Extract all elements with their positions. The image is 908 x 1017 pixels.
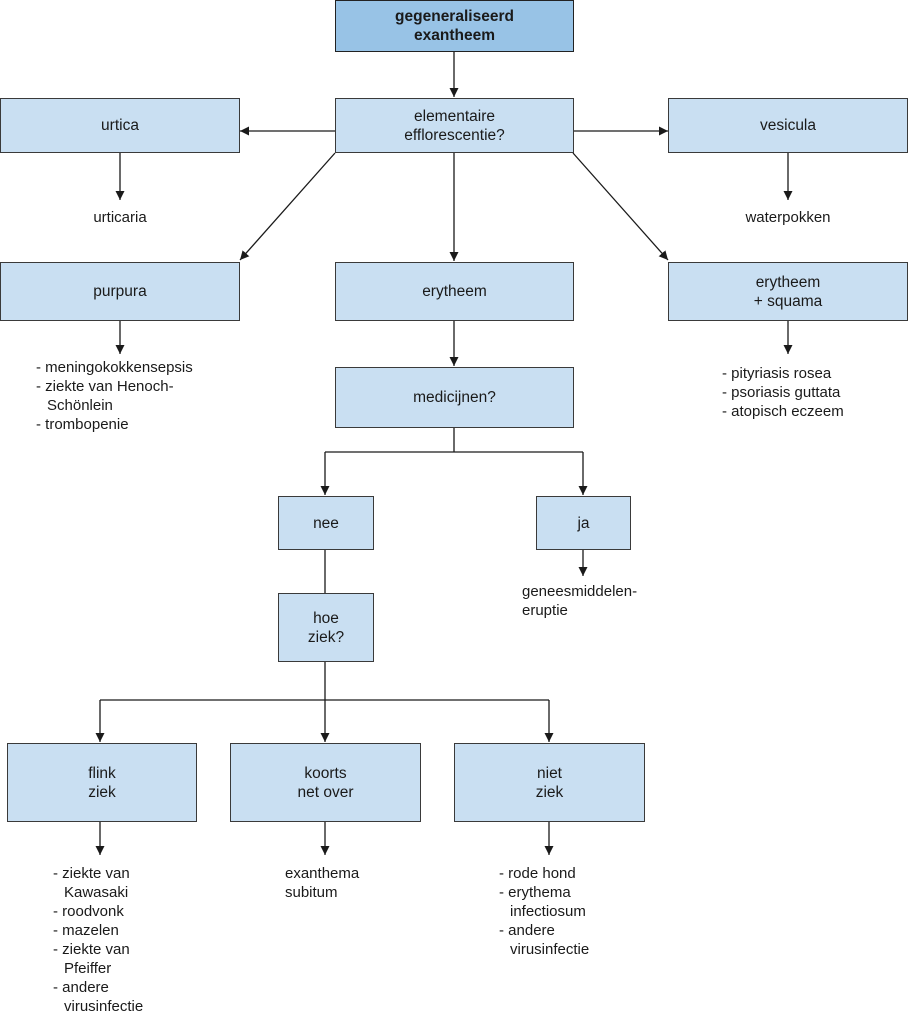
niet-ziek-line-1: niet — [537, 764, 562, 782]
ja-outcome-line-2: eruptie — [522, 602, 568, 619]
outcome-item: - mazelen — [53, 922, 119, 939]
urtica-box: urtica — [0, 98, 240, 153]
question-line-2: efflorescentie? — [404, 126, 505, 144]
niet-ziek-line-2: ziek — [535, 783, 564, 801]
nee-label: nee — [313, 514, 339, 532]
ja-outcome: geneesmiddelen- eruptie — [522, 582, 682, 620]
erytheem-squama-box: erytheem + squama — [668, 262, 908, 321]
vesicula-box: vesicula — [668, 98, 908, 153]
purpura-box: purpura — [0, 262, 240, 321]
outcome-item: - ziekte van Kawasaki — [53, 865, 130, 901]
flink-ziek-box: flink ziek — [7, 743, 197, 822]
erytheem-squama-line-1: erytheem — [755, 273, 821, 291]
ja-label: ja — [577, 514, 590, 532]
outcome-item: - andere virusinfectie — [53, 979, 144, 1015]
root-node-box: gegeneraliseerd exantheem — [335, 0, 574, 52]
koorts-outcome: exanthema subitum — [285, 864, 405, 902]
koorts-outcome-line-2: subitum — [285, 884, 338, 901]
outcome-item: - andere virusinfectie — [499, 922, 590, 958]
koorts-line-1: koorts — [304, 764, 347, 782]
hoe-ziek-line-2: ziek? — [307, 628, 345, 646]
erytheem-box: erytheem — [335, 262, 574, 321]
ja-outcome-line-1: geneesmiddelen- — [522, 583, 638, 600]
outcome-item: - meningokokkensepsis — [36, 359, 193, 376]
outcome-item: - psoriasis guttata — [722, 384, 841, 401]
outcome-item: - ziekte van Henoch-Schönlein — [36, 378, 174, 414]
ja-box: ja — [536, 496, 631, 550]
nee-box: nee — [278, 496, 374, 550]
urtica-label: urtica — [101, 117, 139, 134]
urtica-outcome: urticaria — [60, 208, 180, 227]
koorts-line-2: net over — [297, 783, 354, 801]
vesicula-outcome-text: waterpokken — [745, 209, 831, 226]
outcome-item: - ziekte van Pfeiffer — [53, 941, 130, 977]
niet-ziek-box: niet ziek — [454, 743, 645, 822]
hoe-ziek-line-1: hoe — [313, 609, 339, 627]
erytheem-squama-line-2: + squama — [753, 292, 823, 310]
vesicula-outcome: waterpokken — [718, 208, 858, 227]
arrow-question-to-purpura — [239, 152, 336, 261]
erytheem-label: erytheem — [422, 283, 487, 300]
outcome-item: - pityriasis rosea — [722, 365, 832, 382]
koorts-outcome-line-1: exanthema — [285, 865, 360, 882]
outcome-item: - roodvonk — [53, 903, 124, 920]
efflorescence-question-box: elementaire efflorescentie? — [335, 98, 574, 153]
erytheem-squama-outcome-list: - pityriasis rosea - psoriasis guttata -… — [722, 364, 902, 421]
medicijnen-label: medicijnen? — [413, 389, 496, 406]
question-line-1: elementaire — [414, 107, 495, 125]
purpura-outcome-list: - meningokokkensepsis - ziekte van Henoc… — [36, 358, 236, 434]
arrow-question-to-erytheem-squama — [572, 152, 669, 261]
flink-ziek-line-2: ziek — [88, 783, 116, 801]
vesicula-label: vesicula — [760, 117, 816, 134]
urtica-outcome-text: urticaria — [93, 209, 147, 226]
koorts-net-over-box: koorts net over — [230, 743, 421, 822]
medicijnen-box: medicijnen? — [335, 367, 574, 428]
outcome-item: - trombopenie — [36, 416, 129, 433]
flink-ziek-line-1: flink — [88, 764, 116, 782]
niet-ziek-outcome-list: - rode hond - erythema infectiosum - and… — [499, 864, 619, 959]
outcome-item: - erythema infectiosum — [499, 884, 586, 920]
outcome-item: - atopisch eczeem — [722, 403, 844, 420]
purpura-label: purpura — [93, 283, 147, 300]
flink-ziek-outcome-list: - ziekte van Kawasaki - roodvonk - mazel… — [53, 864, 163, 1016]
outcome-item: - rode hond — [499, 865, 576, 882]
root-node-line-1: gegeneraliseerd — [395, 8, 514, 25]
hoe-ziek-box: hoe ziek? — [278, 593, 374, 662]
root-node-line-2: exantheem — [414, 27, 495, 44]
